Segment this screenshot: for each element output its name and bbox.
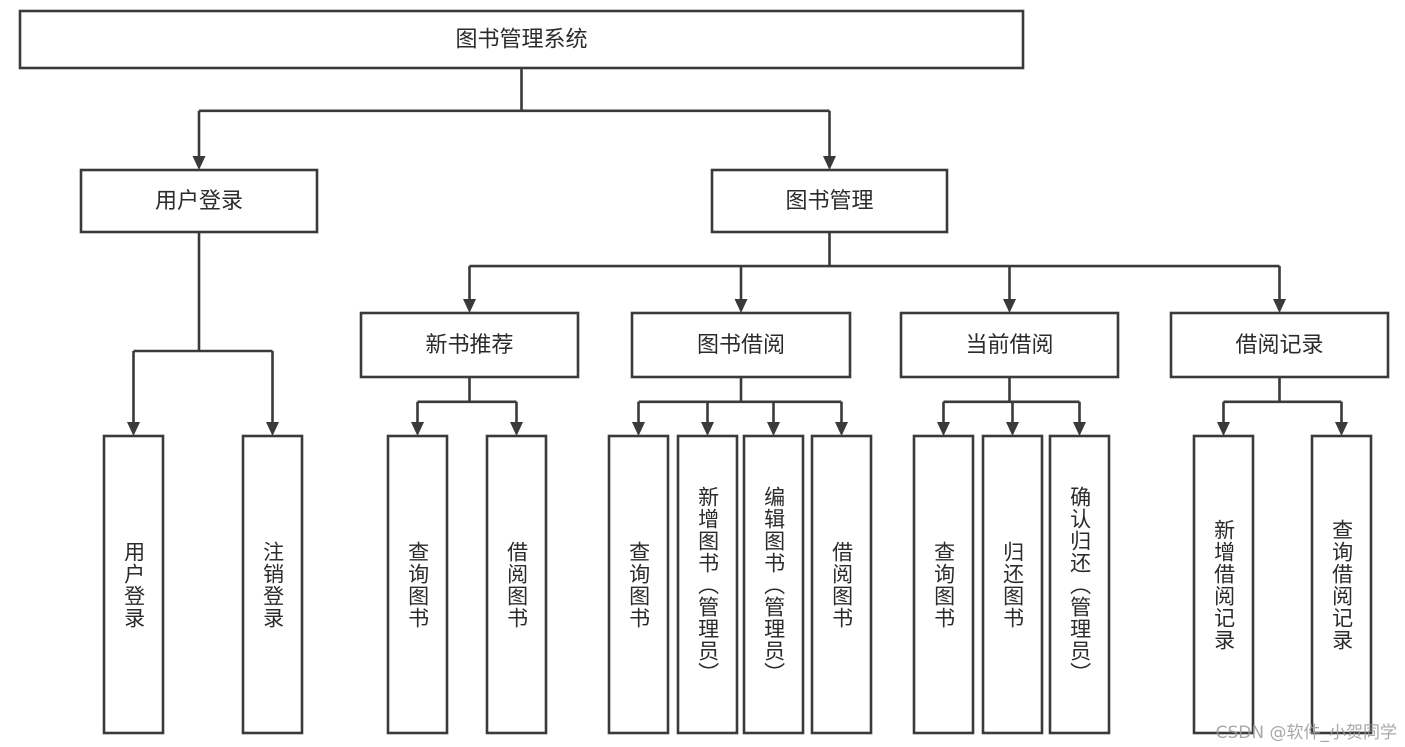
arrow-head-icon [1073,422,1086,436]
node-box-leaf-return-book[interactable] [981,434,1044,735]
arrow-head-icon [823,156,836,170]
node-label-root: 图书管理系统 [455,28,587,53]
node-box-leaf-query-record[interactable] [1310,434,1373,735]
node-box-leaf-add-record[interactable] [1192,434,1255,735]
node-box-borrow-record[interactable] [1169,311,1390,379]
arrow-head-icon [1006,422,1019,436]
arrow-head-icon [266,422,279,436]
node-label-current-borrow: 当前借阅 [965,333,1053,358]
node-box-new-book-rec[interactable] [359,311,580,379]
node-box-leaf-add-book[interactable] [676,434,739,735]
arrow-head-icon [1335,422,1348,436]
arrow-head-icon [632,422,645,436]
arrow-head-icon [510,422,523,436]
arrow-head-icon [127,422,140,436]
node-box-leaf-query-book-2[interactable] [607,434,670,735]
arrow-head-icon [734,299,748,313]
node-box-leaf-query-book-1[interactable] [386,434,449,735]
node-label-borrow-record: 借阅记录 [1235,333,1323,358]
node-box-root[interactable] [18,9,1025,70]
node-box-leaf-query-book-3[interactable] [912,434,975,735]
node-box-leaf-borrow-book-2[interactable] [810,434,873,735]
arrow-head-icon [1003,299,1016,313]
node-label-book-borrow: 图书借阅 [697,333,785,358]
arrow-head-icon [1217,422,1230,436]
connector-edges-layer [127,68,1348,436]
node-label-book-manage: 图书管理 [785,189,873,214]
arrow-head-icon [835,422,848,436]
arrow-head-icon [937,422,950,436]
node-box-leaf-user-logout[interactable] [241,434,304,735]
arrow-head-icon [463,299,476,313]
node-boxes-layer [18,9,1390,735]
node-box-user-login[interactable] [79,168,319,234]
arrow-head-icon [701,422,714,436]
arrow-head-icon [767,422,780,436]
node-box-leaf-edit-book[interactable] [742,434,805,735]
node-label-new-book-rec: 新书推荐 [425,333,513,358]
arrow-head-icon [192,156,206,170]
node-label-user-login: 用户登录 [155,189,243,214]
node-box-leaf-user-login[interactable] [102,434,165,735]
node-box-leaf-confirm-return[interactable] [1048,434,1111,735]
node-box-book-borrow[interactable] [630,311,852,379]
arrow-head-icon [1273,299,1286,313]
node-box-current-borrow[interactable] [899,311,1120,379]
node-box-book-manage[interactable] [710,168,949,234]
arrow-head-icon [411,422,424,436]
node-box-leaf-borrow-book-1[interactable] [485,434,548,735]
watermark-text: CSDN @软件_小贺同学 [1215,723,1397,743]
